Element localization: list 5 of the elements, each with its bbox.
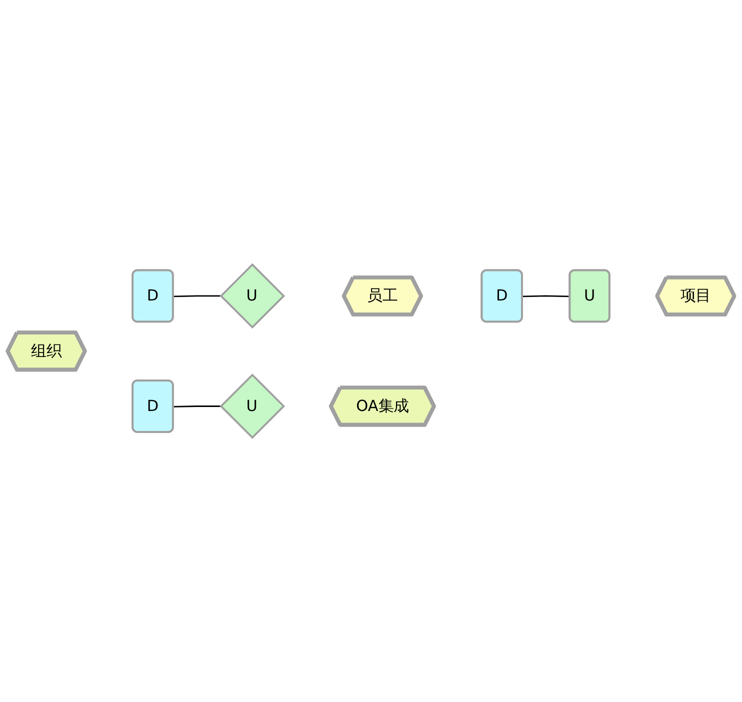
connector bbox=[173, 295, 221, 298]
connector bbox=[522, 295, 570, 298]
node-diamond: U bbox=[220, 263, 286, 329]
connector bbox=[173, 405, 221, 408]
node-diamond: U bbox=[220, 373, 286, 439]
